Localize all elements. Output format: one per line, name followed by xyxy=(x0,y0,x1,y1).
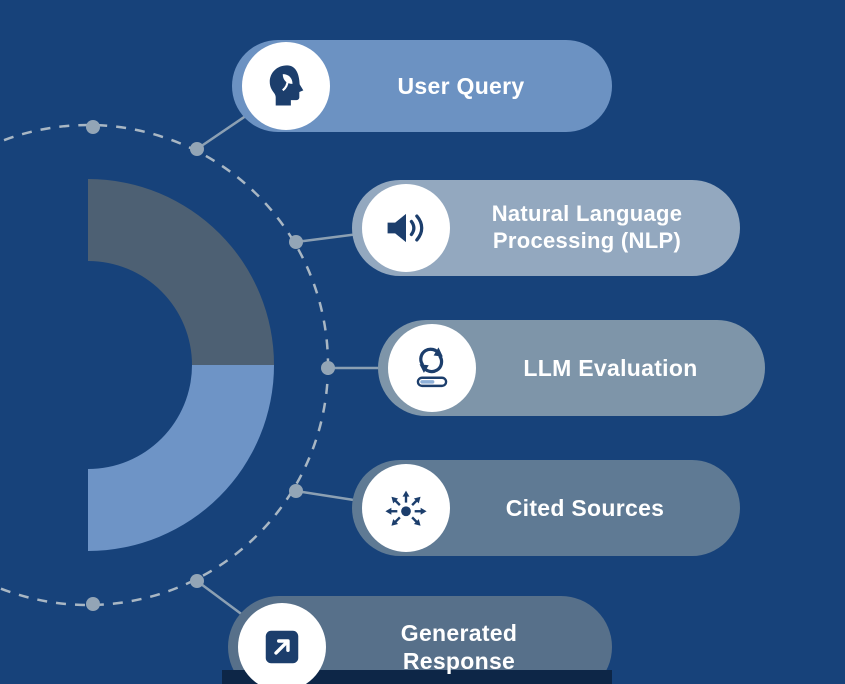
bottom-strip xyxy=(222,670,612,684)
step-label-user-query: User Query xyxy=(397,72,525,99)
speaker-icon xyxy=(362,184,450,272)
step-label-nlp: Natural Language Processing (NLP) xyxy=(491,201,683,253)
step-pill-llm-evaluation: LLM Evaluation xyxy=(378,320,765,416)
step-label-llm-evaluation: LLM Evaluation xyxy=(523,354,698,381)
external-arrow-icon xyxy=(238,603,326,684)
step-pill-user-query: User Query xyxy=(232,40,612,132)
step-pill-nlp: Natural Language Processing (NLP) xyxy=(352,180,740,276)
half-ring-top xyxy=(88,179,274,365)
radiating-arrows-icon xyxy=(362,464,450,552)
step-label-generated-response: Generated Response xyxy=(400,619,518,674)
node-dots xyxy=(86,120,335,611)
refresh-progress-icon xyxy=(388,324,476,412)
step-pill-cited-sources: Cited Sources xyxy=(352,460,740,556)
mind-icon xyxy=(242,42,330,130)
half-ring-bottom xyxy=(88,365,274,551)
step-pill-generated-response: Generated Response xyxy=(228,596,612,684)
step-label-cited-sources: Cited Sources xyxy=(505,494,665,521)
